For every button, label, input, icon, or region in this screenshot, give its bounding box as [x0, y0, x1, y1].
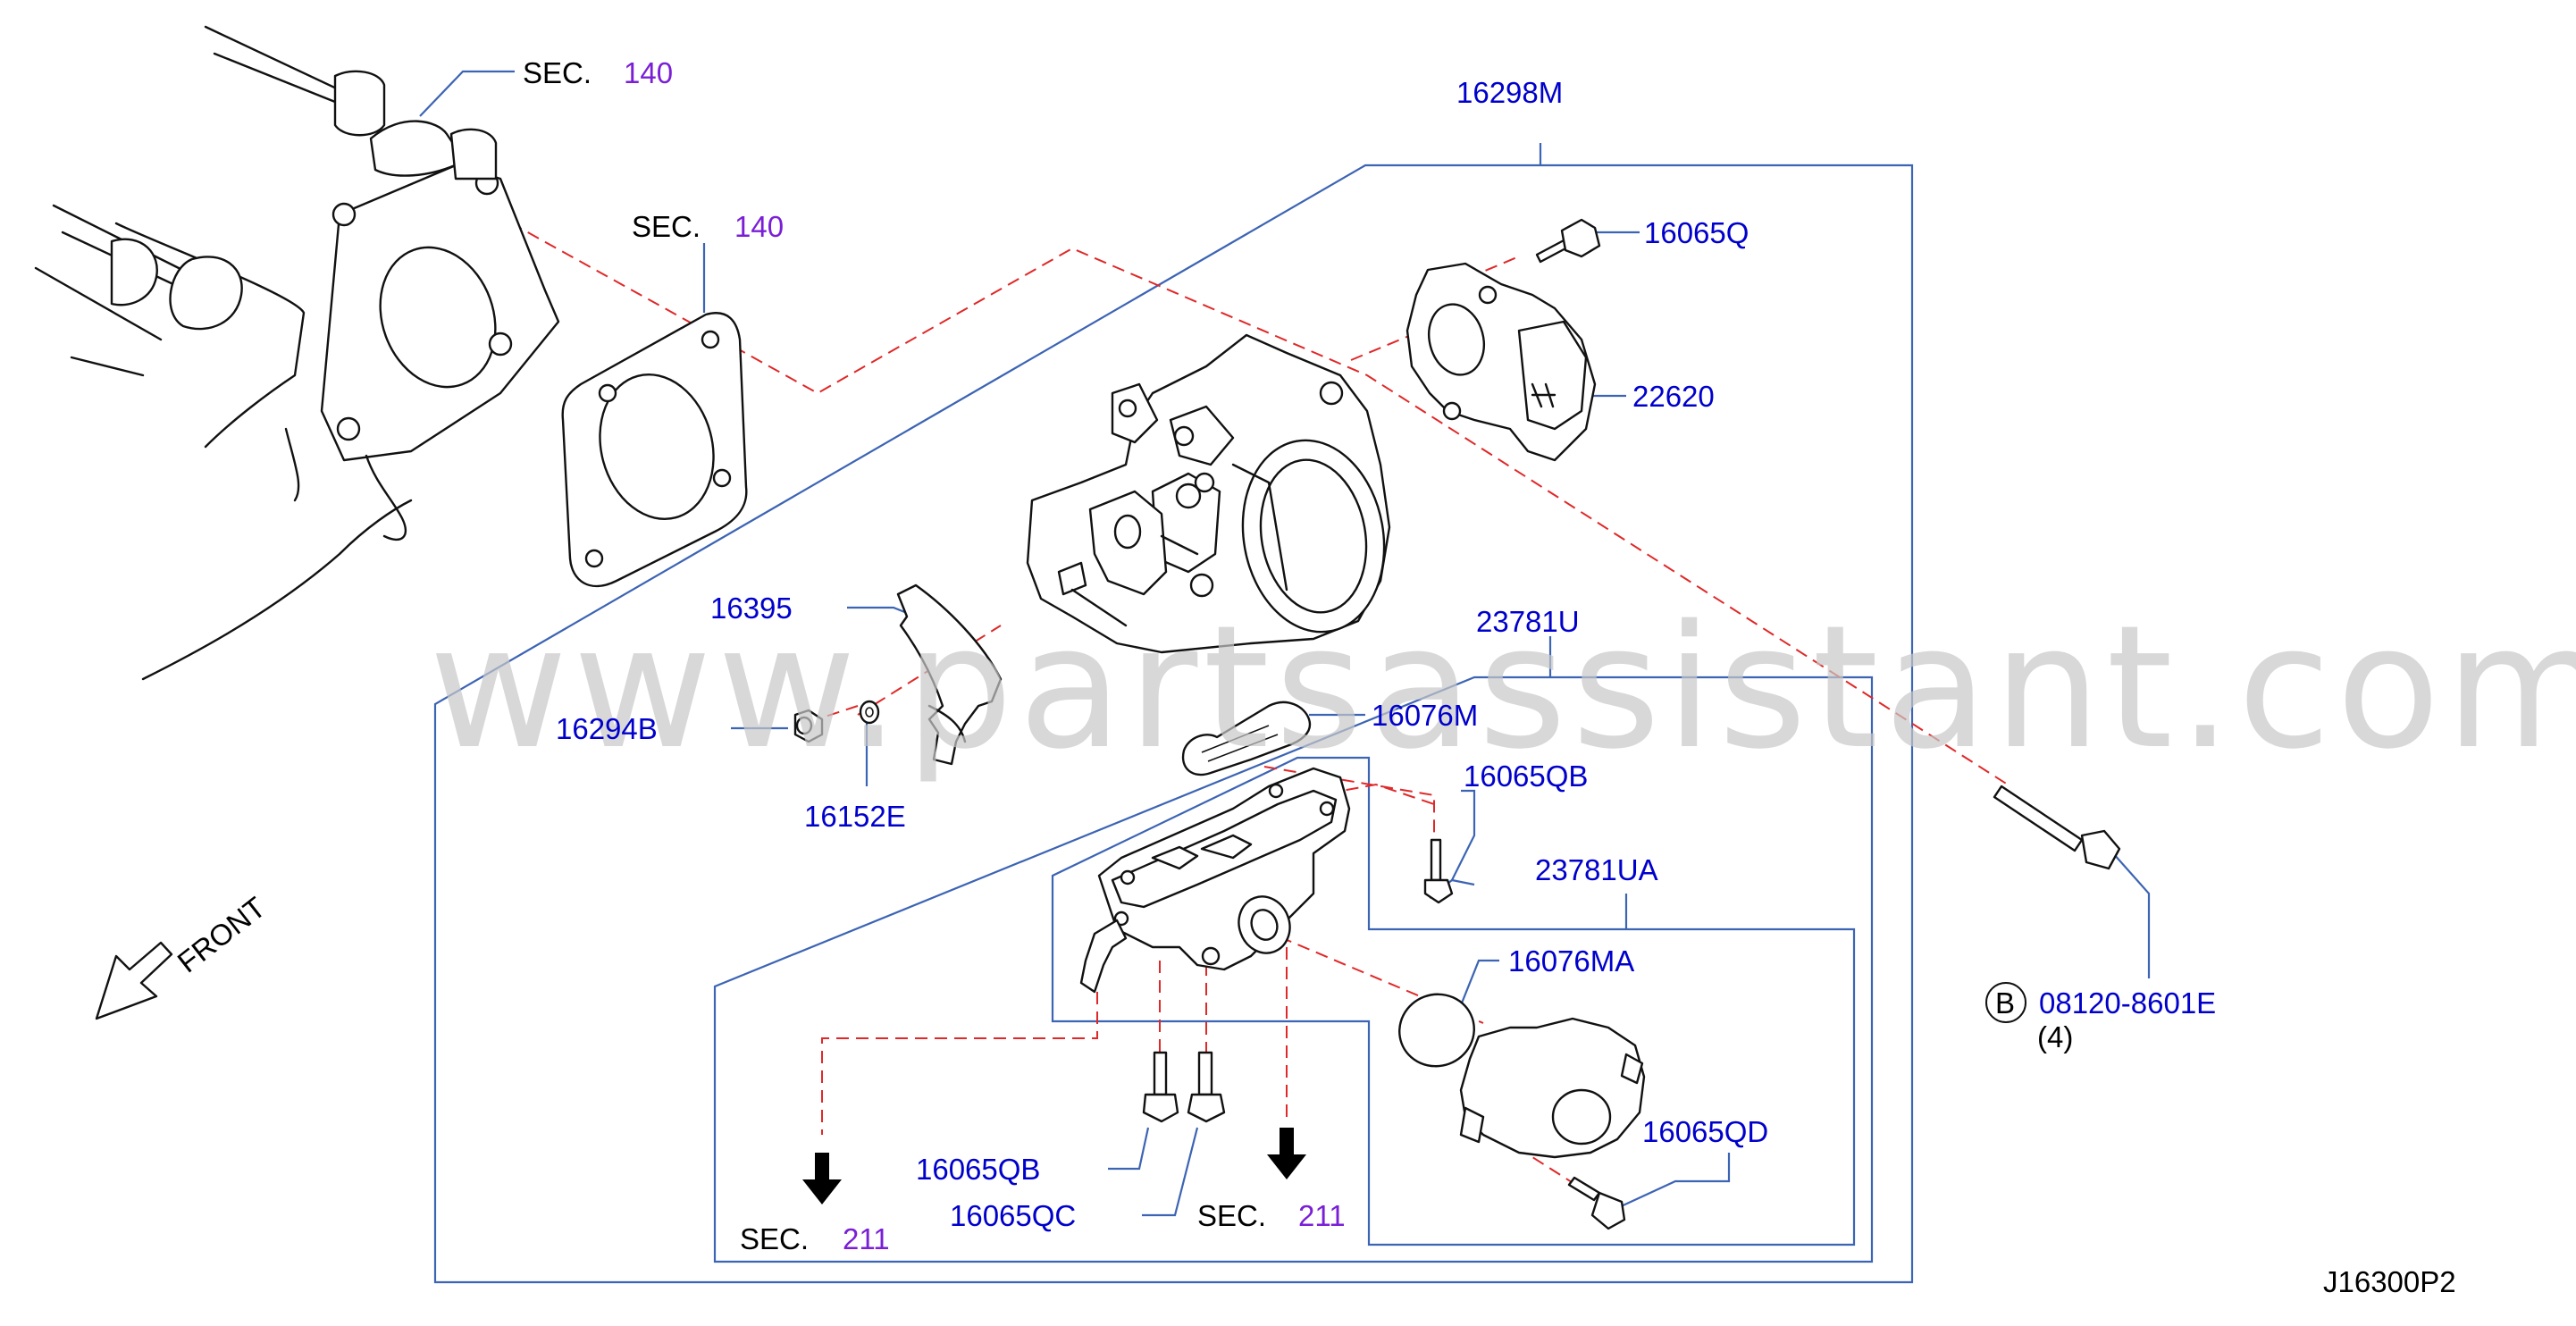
front-label: FRONT [172, 890, 272, 978]
part-16065QB-bottom-label[interactable]: 16065QB [916, 1153, 1040, 1186]
iacv-valve-drawing [1398, 993, 1646, 1159]
sec-140-gasket-label[interactable]: 140 [734, 210, 784, 243]
manifold-gasket-drawing [561, 312, 748, 588]
sec211-arrows [802, 1128, 1306, 1204]
bolt-16065QB-top-drawing [1423, 838, 1454, 904]
leader-16065QB-bottom [1108, 1127, 1150, 1171]
part-16076M-label[interactable]: 16076M [1372, 699, 1478, 732]
centerline-tps-bolt [1448, 256, 1520, 287]
bolt-16065QD-drawing [1567, 1176, 1626, 1230]
bracket-16395-drawing [896, 583, 1003, 766]
part-16065QB-top-label[interactable]: 16065QB [1464, 760, 1588, 793]
leader-16065QD [1616, 1153, 1731, 1209]
bolt-ref-marker-circle [1985, 982, 2026, 1023]
part-16065QD-label[interactable]: 16065QD [1642, 1115, 1768, 1148]
part-23781UA-label[interactable]: 23781UA [1535, 853, 1658, 886]
part-16065Q-label[interactable]: 16065Q [1644, 216, 1749, 249]
part-16294B-label[interactable]: 16294B [556, 712, 658, 745]
frame-16298M [433, 164, 1914, 1284]
sec-prefix-label: SEC. [632, 210, 701, 243]
frame-23781U [713, 676, 1874, 1263]
front-arrow: FRONT [95, 890, 272, 1020]
arrow-down-icon [1267, 1128, 1306, 1179]
bolt-08120-drawing [1993, 785, 2121, 870]
watermark: www.partsassistant.com [429, 589, 2576, 786]
part-16065QC-label[interactable]: 16065QC [950, 1199, 1076, 1232]
leader-16065QC [1142, 1127, 1199, 1217]
sec-211-right-label[interactable]: 211 [1298, 1199, 1346, 1232]
part-08120-8601E-label[interactable]: 08120-8601E [2039, 986, 2216, 1020]
part-16298M-label[interactable]: 16298M [1456, 76, 1563, 109]
bolts-bottom-drawing [1142, 1051, 1226, 1123]
sec-prefix-label: SEC. [523, 56, 592, 89]
assembly-frames [433, 164, 1914, 1284]
bolt-16065Q-drawing [1535, 218, 1601, 264]
front-arrow-icon [95, 941, 173, 1020]
tps-sensor-drawing [1405, 262, 1597, 462]
sec-211-left-label[interactable]: 211 [843, 1222, 890, 1255]
frame-23781UA [1051, 756, 1856, 1246]
part-23781U-label[interactable]: 23781U [1476, 605, 1580, 638]
part-16076MA-label[interactable]: 16076MA [1508, 944, 1634, 978]
leader-16065QB-top [1451, 789, 1476, 881]
labels: SEC. 140 SEC. 140 16298M 16065Q 22620 16… [523, 56, 2456, 1298]
bolt-quantity: (4) [2037, 1020, 2073, 1053]
centerline-iacv-gasket [1263, 766, 1435, 840]
iacv-body-drawing [1079, 767, 1351, 994]
leader-08120 [2112, 852, 2151, 978]
throttle-body-drawing [1026, 333, 1391, 654]
centerline-iacv-gasket-2 [1268, 783, 1435, 805]
leader-16065QB-rod [1451, 878, 1475, 886]
bolt-ref-marker: B [1995, 986, 2015, 1020]
diagram-code: J16300P2 [2323, 1265, 2456, 1298]
part-16152E-label[interactable]: 16152E [804, 800, 906, 833]
sec-prefix-label: SEC. [1197, 1199, 1266, 1232]
leader-sec140-top [419, 70, 515, 117]
arrow-down-icon [802, 1153, 842, 1204]
sec-140-top-label[interactable]: 140 [624, 56, 673, 89]
nut-washer-drawing [793, 700, 880, 743]
gasket-16076M-drawing [1181, 701, 1312, 776]
part-22620-label[interactable]: 22620 [1632, 380, 1715, 413]
centerline-sec211-left [821, 992, 1098, 1135]
part-16395-label[interactable]: 16395 [710, 592, 793, 625]
sec-prefix-label: SEC. [740, 1222, 809, 1255]
intake-manifold-drawing [34, 25, 560, 681]
